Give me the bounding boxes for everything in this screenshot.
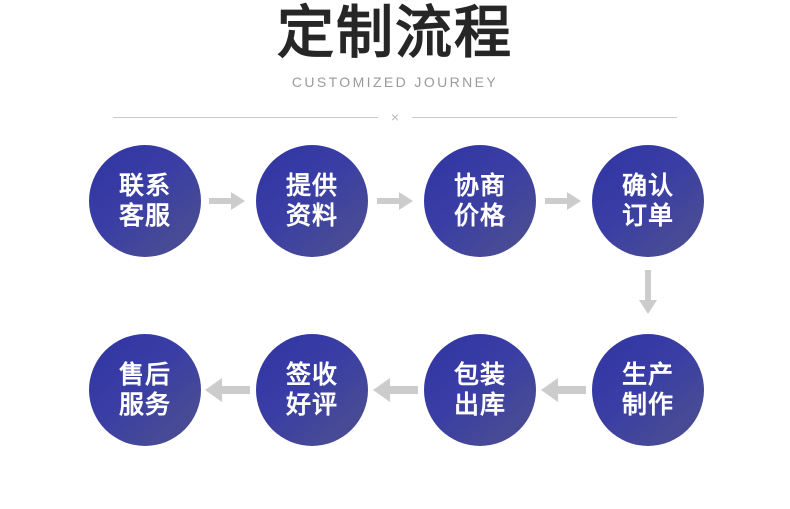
flow-node-label: 包装 出库 [453, 360, 506, 419]
flow-node-label: 生产 制作 [621, 360, 674, 419]
divider-rule-left [113, 116, 378, 118]
flow-node-packaging-shipment[interactable]: 包装 出库 [424, 334, 536, 446]
arrow-right-icon [543, 187, 583, 215]
divider-rule-right [412, 116, 677, 118]
arrow-left-icon [202, 372, 252, 408]
flow-node-confirm-order[interactable]: 确认 订单 [592, 145, 704, 257]
arrow-right-icon [375, 187, 415, 215]
flow-node-label: 协商 价格 [453, 171, 506, 230]
header: 定制流程 CUSTOMIZED JOURNEY [0, 0, 790, 91]
flow-node-contact-service[interactable]: 联系 客服 [89, 145, 201, 257]
flow-node-label: 联系 客服 [118, 171, 171, 230]
page-title: 定制流程 [277, 0, 513, 66]
flow-node-production[interactable]: 生产 制作 [592, 334, 704, 446]
flow-node-negotiate-price[interactable]: 协商 价格 [424, 145, 536, 257]
divider: × [113, 110, 677, 124]
divider-cross-icon: × [390, 109, 400, 125]
flow-node-receipt-review[interactable]: 签收 好评 [256, 334, 368, 446]
flow-row-bottom: 售后 服务 签收 好评 包装 出库 生产 制作 [0, 334, 790, 446]
flow-node-label: 提供 资料 [285, 171, 338, 230]
flow-node-provide-info[interactable]: 提供 资料 [256, 145, 368, 257]
flow-row-top: 联系 客服 提供 资料 协商 价格 确认 订单 [0, 145, 790, 257]
flow-node-label: 确认 订单 [621, 171, 674, 230]
arrow-left-icon [370, 372, 420, 408]
arrow-left-icon [538, 372, 588, 408]
flow-node-label: 签收 好评 [285, 360, 338, 419]
arrow-right-icon [207, 187, 247, 215]
arrow-down-icon [634, 268, 662, 316]
flow-node-label: 售后 服务 [118, 360, 171, 419]
flow-node-after-sales-service[interactable]: 售后 服务 [89, 334, 201, 446]
page-subtitle: CUSTOMIZED JOURNEY [291, 74, 499, 90]
